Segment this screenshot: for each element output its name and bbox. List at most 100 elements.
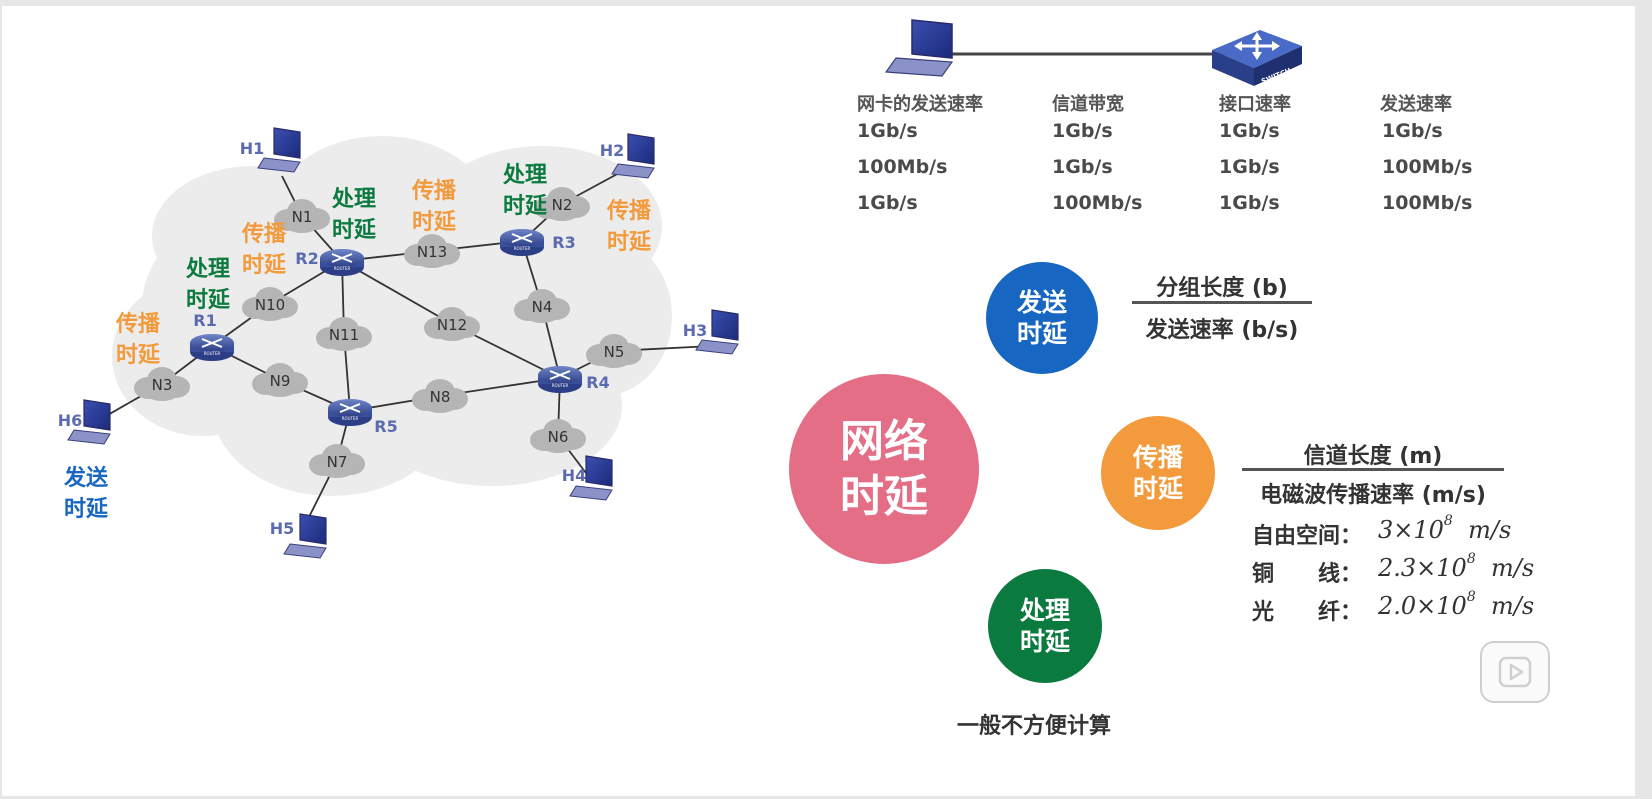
laptop-switch-link: SWITCH [884,19,1302,86]
laptop-icon [67,399,111,445]
play-button[interactable] [1480,641,1550,703]
host-label: H5 [270,519,295,538]
network-cloud-n12: N12 [424,307,480,341]
transmission-fraction-bar [1132,301,1312,304]
svg-text:处理: 处理 [185,256,230,282]
network-cloud-n11: N11 [316,317,372,351]
propagation-denominator: 电磁波传播速率 (m/s) [1260,483,1486,508]
propagation-numerator: 信道长度 (m) [1303,444,1443,469]
router-icon [339,403,361,413]
svg-text:处理: 处理 [502,162,547,188]
network-label: N4 [532,298,553,316]
network-delay-line1: 网络 [840,416,928,467]
propagation-line2: 时延 [1132,474,1183,503]
svg-text:时延: 时延 [503,194,548,219]
table-cell: 100Mb/s [1382,192,1473,214]
table-cell: 1Gb/s [1052,120,1113,142]
table-cell: 1Gb/s [1219,156,1280,178]
svg-text:时延: 时延 [186,288,231,313]
transmission-numerator: 分组长度 (b) [1156,276,1288,301]
network-cloud-n3: N3 [134,367,190,401]
switch-icon: SWITCH [1212,30,1302,86]
svg-text:传播: 传播 [115,312,161,337]
network-cloud-n7: N7 [309,444,365,478]
network-label: N12 [437,316,467,334]
network-delay-line2: 时延 [840,471,928,522]
network-cloud-n2: N2 [534,187,590,221]
table-cell: 1Gb/s [1382,120,1443,142]
router-label: R2 [295,249,318,268]
router-r2: ROUTER R2 [295,249,364,276]
header-send-rate: 发送速率 [1380,94,1452,115]
network-label: N3 [152,376,173,394]
router-label: R1 [193,311,216,330]
network-delay-circle: 网络 时延 [789,374,979,564]
router-icon [331,253,353,263]
network-cloud-n10: N10 [242,287,298,321]
network-label: N6 [548,428,569,446]
table-cell: 1Gb/s [1219,120,1280,142]
processing-line2: 时延 [1019,627,1070,656]
svg-text:时延: 时延 [332,218,377,243]
table-cell: 1Gb/s [857,192,918,214]
host-h4: H4 [562,455,613,501]
transmission-line1: 发送 [1016,287,1067,317]
host-h3: H3 [683,309,739,355]
router-icon [201,338,223,348]
laptop-icon [569,455,613,501]
table-cell: 100Mb/s [857,156,948,178]
svg-text:时延: 时延 [242,253,287,278]
network-label: N7 [327,453,348,471]
network-label: N13 [417,243,447,261]
host-label: H1 [240,139,265,158]
svg-text:时延: 时延 [64,497,109,522]
host-h2: H2 [600,133,655,179]
network-label: N5 [604,343,625,361]
laptop-icon [884,19,954,77]
speed-value: 2.0×108 m/s [1378,589,1535,620]
speed-value: 2.3×108 m/s [1378,551,1535,582]
speed-name: 自由空间： [1252,524,1363,549]
network-cloud-n6: N6 [530,419,586,453]
router-badge: ROUTER [552,383,569,388]
speed-name: 铜 线： [1252,562,1363,587]
network-cloud-n1: N1 [274,199,330,233]
svg-text:传播: 传播 [606,199,652,224]
network-label: N2 [552,196,573,214]
propagation-fraction-bar [1242,468,1504,471]
transmission-denominator: 发送速率 (b/s) [1145,318,1299,343]
host-label: H6 [58,411,83,430]
table-cell: 100Mb/s [1382,156,1473,178]
network-label: N8 [430,388,451,406]
network-label: N11 [329,326,359,344]
laptop-icon [257,127,301,173]
host-h5: H5 [270,513,327,559]
svg-text:处理: 处理 [331,186,376,212]
propagation-line1: 传播 [1132,442,1183,472]
table-cell: 1Gb/s [1052,156,1113,178]
table-cell: 1Gb/s [1219,192,1280,214]
svg-text:时延: 时延 [412,210,457,235]
table-cell: 100Mb/s [1052,192,1143,214]
network-label: N9 [270,372,291,390]
svg-text:传播: 传播 [411,179,457,204]
processing-delay-circle: 处理 时延 [988,569,1102,683]
play-icon [1498,656,1532,688]
router-label: R5 [374,417,397,436]
host-label: H3 [683,321,708,340]
host-h6: H6 [58,399,111,445]
svg-text:时延: 时延 [116,343,161,368]
header-nic-rate: 网卡的发送速率 [857,94,983,115]
router-badge: ROUTER [334,266,351,271]
processing-line1: 处理 [1019,595,1070,625]
svg-text:时延: 时延 [607,230,652,255]
